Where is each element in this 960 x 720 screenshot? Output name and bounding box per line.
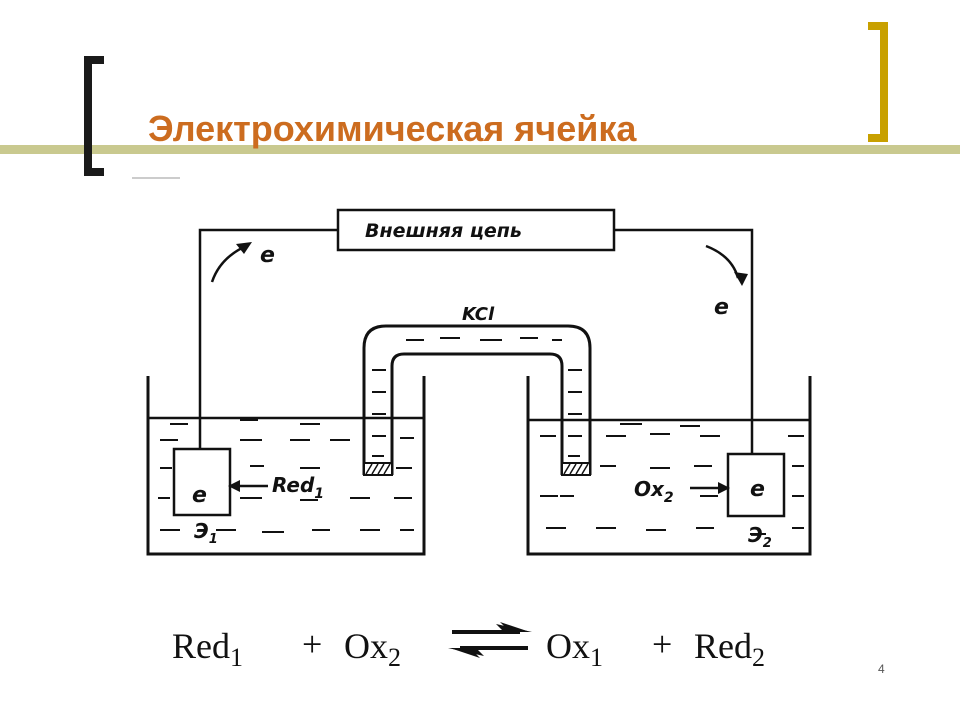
right-bracket — [868, 22, 888, 142]
page-number: 4 — [878, 662, 885, 676]
left-bracket — [84, 56, 104, 176]
external-wire-left — [198, 228, 338, 450]
right-beaker — [526, 376, 812, 556]
equation-lhs-1-base: Red — [172, 626, 230, 666]
equilibrium-arrows — [448, 622, 532, 658]
equation-rhs-2-base: Red — [694, 626, 752, 666]
electron-label-left: e — [260, 243, 275, 268]
equation-plus-1: + — [302, 624, 322, 664]
porous-plugs — [363, 462, 591, 476]
equation-lhs-1: Red1 — [172, 626, 243, 672]
electrode-right — [726, 452, 786, 518]
salt-bridge-inner — [390, 352, 564, 475]
electron-flow-arrow-left — [210, 244, 247, 283]
electrode-left-name-base: Э — [194, 519, 209, 543]
electrode-left-name-sub: 1 — [209, 532, 218, 547]
electrode-right-name-sub: 2 — [763, 536, 772, 551]
left-beaker — [146, 376, 426, 556]
equation-rhs-2: Red2 — [694, 626, 765, 672]
oxidant-base: Ox — [634, 477, 665, 501]
electrode-left — [172, 447, 232, 517]
liquid-hatching — [158, 337, 804, 535]
equation-rhs-2-sub: 2 — [752, 643, 765, 672]
external-wire-right — [614, 228, 754, 455]
electrode-left-letter: e — [192, 483, 207, 508]
electron-label-right: e — [714, 295, 729, 320]
oxidant-label: Ox2 — [634, 477, 674, 506]
equation-lhs-1-sub: 1 — [230, 643, 243, 672]
slide-title: Электрохимическая ячейка — [148, 108, 637, 149]
equation-lhs-2-base: Ox — [344, 626, 388, 666]
electron-flow-arrow-right — [705, 244, 740, 279]
reductant-label: Red1 — [272, 473, 324, 502]
electrode-right-letter: e — [750, 477, 765, 502]
equation-lhs-2: Ox2 — [344, 626, 401, 672]
equation-lhs-2-sub: 2 — [388, 643, 401, 672]
external-circuit-label: Внешняя цепь — [365, 220, 522, 242]
salt-bridge-outer — [362, 324, 592, 475]
equation-rhs-1-sub: 1 — [590, 643, 603, 672]
electrode-right-name: Э2 — [748, 523, 772, 551]
equation-rhs-1-base: Ox — [546, 626, 590, 666]
reductant-base: Red — [272, 473, 315, 497]
salt-bridge-label: KCl — [462, 304, 495, 325]
external-circuit-box — [336, 208, 616, 252]
oxidant-sub: 2 — [664, 490, 674, 506]
equation-rhs-1: Ox1 — [546, 626, 603, 672]
electrode-right-name-base: Э — [748, 523, 763, 547]
electrode-left-name: Э1 — [194, 519, 218, 547]
accent-bar — [0, 145, 960, 154]
equation-plus-2: + — [652, 624, 672, 664]
reductant-sub: 1 — [314, 486, 324, 502]
reaction-equation: Red1 + Ox2 Ox1 + Red2 — [172, 624, 765, 672]
